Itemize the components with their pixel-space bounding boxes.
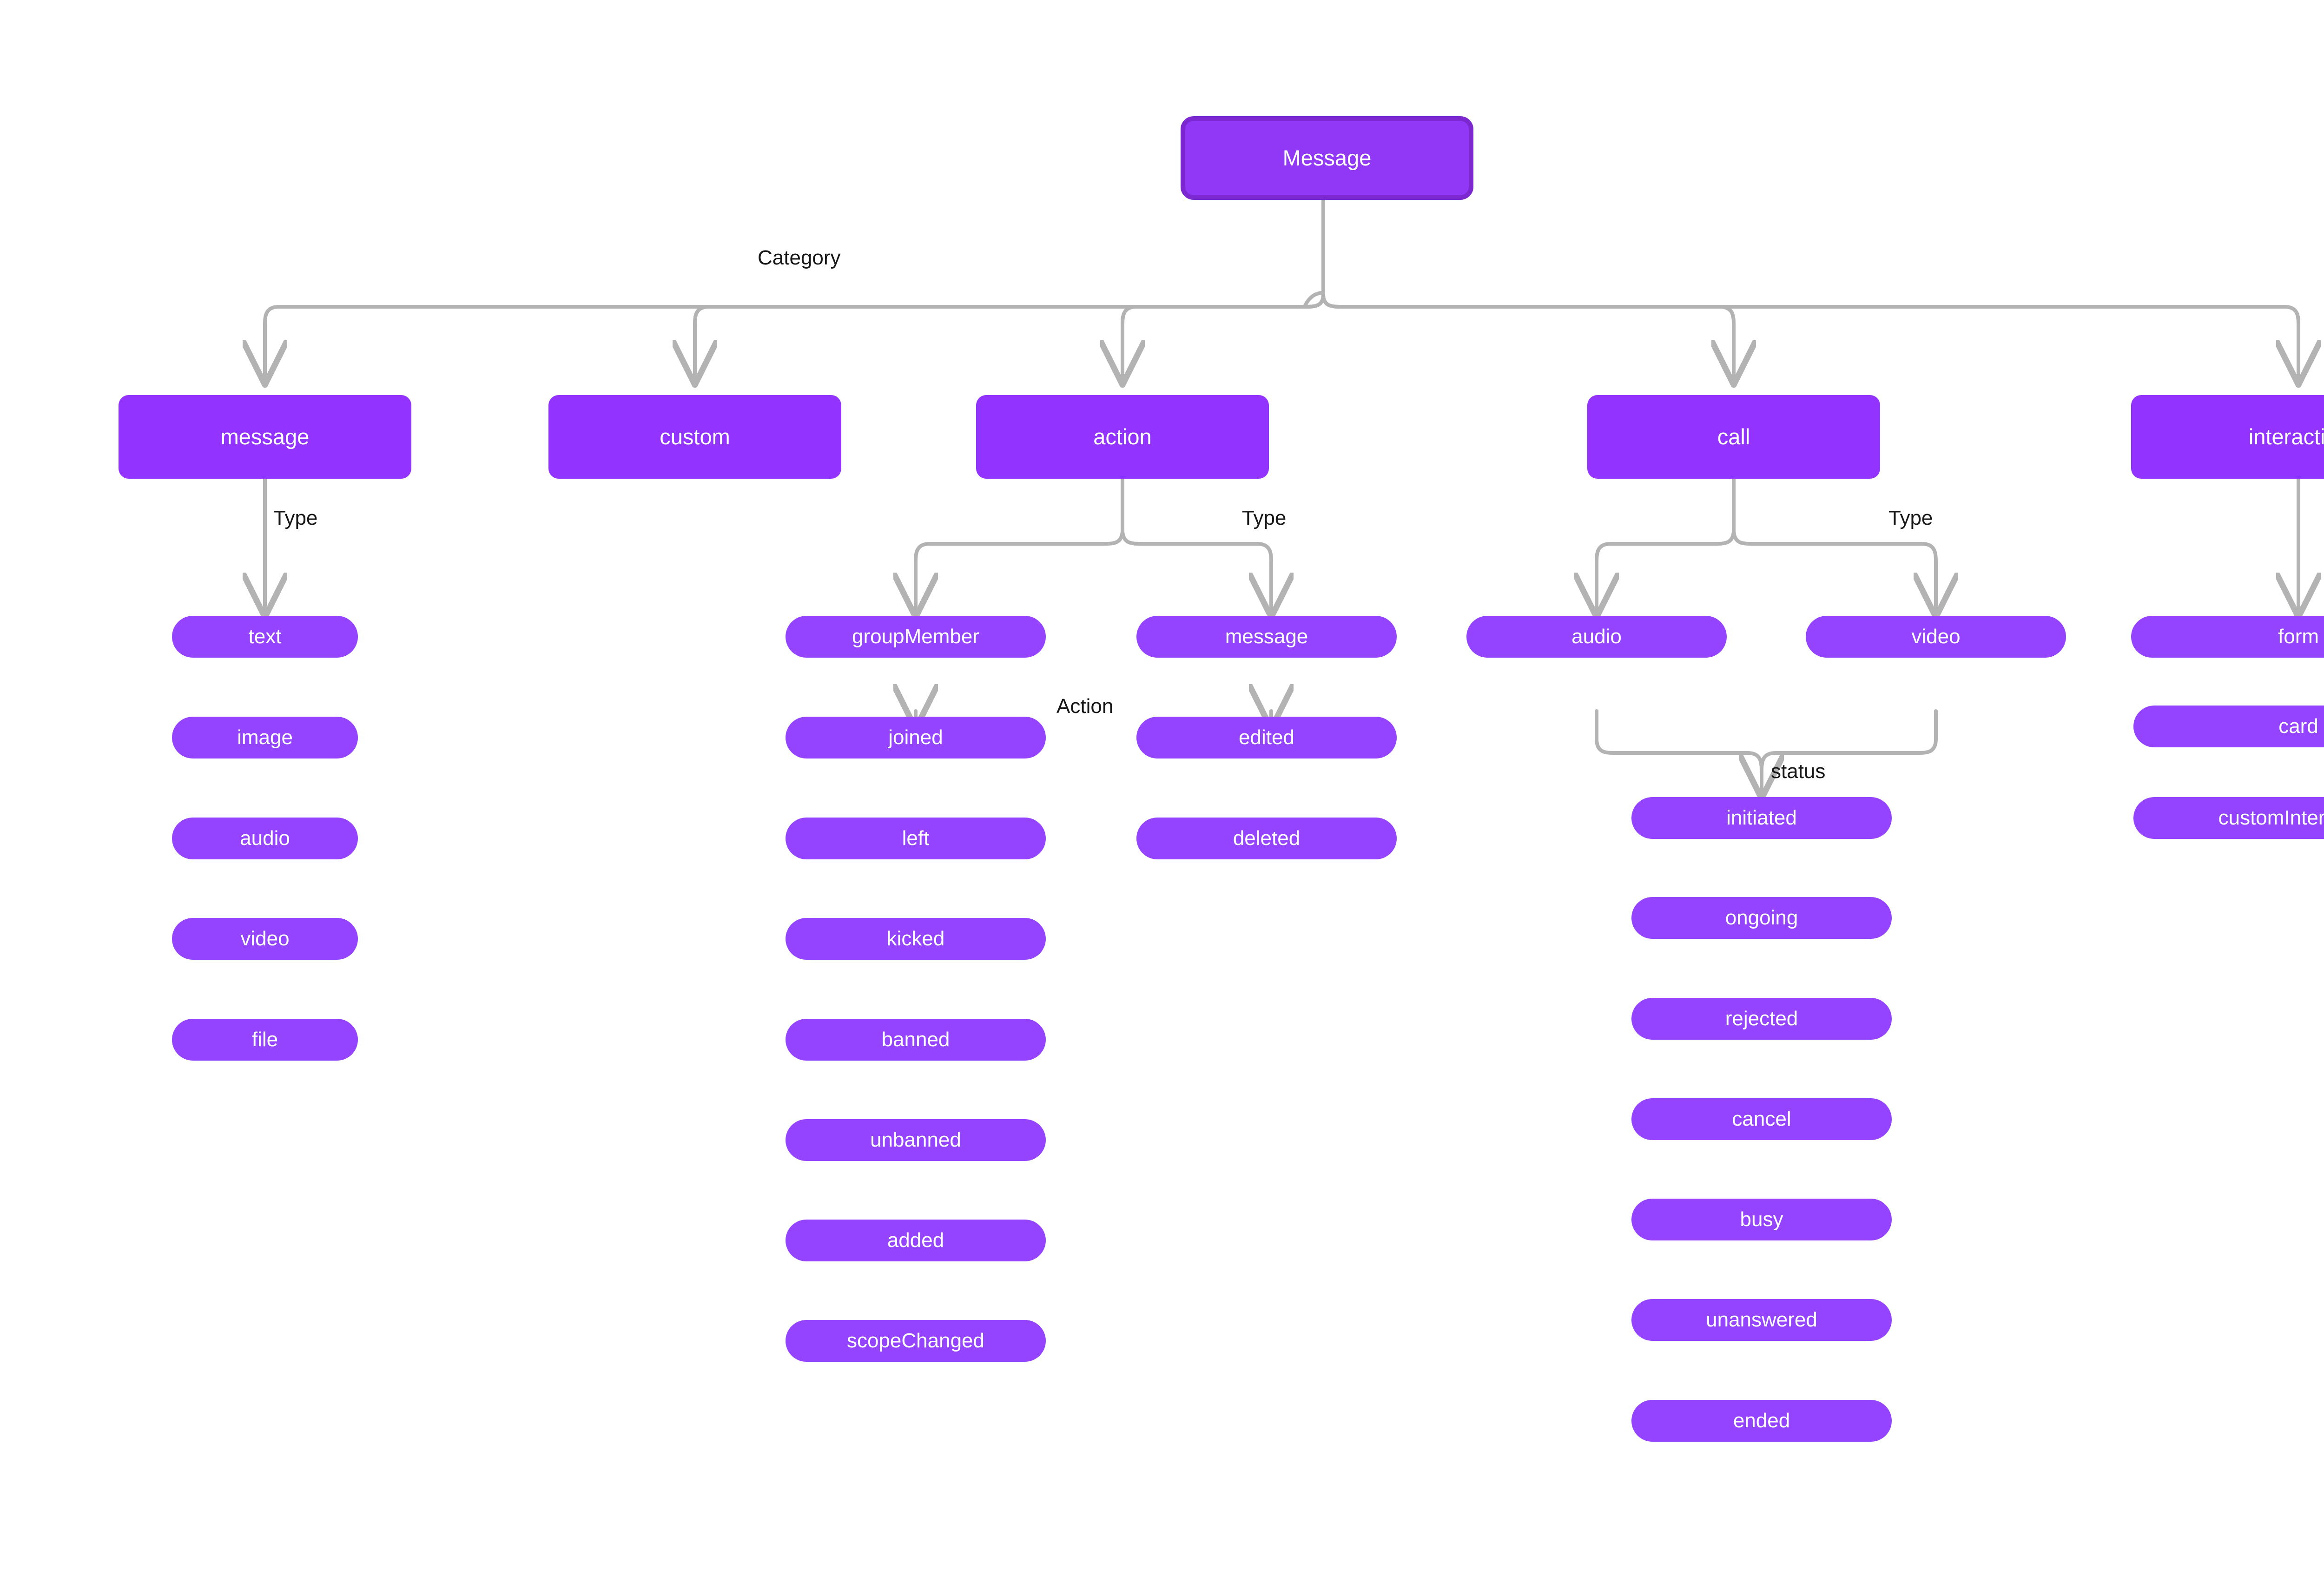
node-call-status-cancel[interactable]: cancel: [1631, 1098, 1892, 1140]
node-message-type-text[interactable]: text: [172, 616, 358, 658]
node-groupmember-action-scopechanged[interactable]: scopeChanged: [786, 1320, 1046, 1362]
node-label: groupMember: [852, 625, 979, 648]
edge-label-type-message: Type: [273, 507, 318, 529]
node-label: call: [1717, 424, 1750, 449]
node-groupmember-action-unbanned[interactable]: unbanned: [786, 1119, 1046, 1161]
node-action-type-groupmember[interactable]: groupMember: [786, 616, 1046, 658]
node-groupmember-action-banned[interactable]: banned: [786, 1019, 1046, 1061]
node-groupmember-action-left[interactable]: left: [786, 818, 1046, 859]
node-category-message[interactable]: message: [119, 395, 411, 479]
node-action-type-message[interactable]: message: [1136, 616, 1397, 658]
node-call-status-ongoing[interactable]: ongoing: [1631, 897, 1892, 939]
node-label: scopeChanged: [846, 1329, 984, 1352]
node-category-action[interactable]: action: [976, 395, 1269, 479]
node-category-interactive[interactable]: interactive: [2131, 395, 2324, 479]
node-label: action: [1093, 424, 1152, 449]
node-interactive-type-custominteractive[interactable]: customInteractive: [2133, 797, 2324, 839]
node-call-status-busy[interactable]: busy: [1631, 1199, 1892, 1240]
edge-label-category: Category: [758, 246, 841, 269]
edge-label-call-status: status: [1771, 760, 1826, 783]
node-label: edited: [1239, 726, 1294, 749]
node-label: deleted: [1233, 826, 1301, 850]
node-label: added: [887, 1228, 944, 1252]
node-category-call[interactable]: call: [1587, 395, 1880, 479]
node-label: audio: [1571, 625, 1622, 648]
node-message-type-audio[interactable]: audio: [172, 818, 358, 859]
node-groupmember-action-joined[interactable]: joined: [786, 717, 1046, 759]
node-interactive-type-form[interactable]: form: [2131, 616, 2324, 658]
node-label: message: [1225, 625, 1308, 648]
edge-label-type-call: Type: [1888, 507, 1933, 529]
node-label: image: [237, 726, 293, 749]
node-call-status-ended[interactable]: ended: [1631, 1400, 1892, 1442]
node-message-type-image[interactable]: image: [172, 717, 358, 759]
node-label: busy: [1740, 1207, 1783, 1231]
edge-label-action: Action: [1056, 695, 1114, 718]
node-label: joined: [888, 726, 943, 749]
node-label: message: [220, 424, 310, 449]
node-message-type-video[interactable]: video: [172, 918, 358, 960]
node-message-action-edited[interactable]: edited: [1136, 717, 1397, 759]
node-label: banned: [881, 1028, 950, 1051]
node-label: kicked: [886, 927, 945, 950]
node-label: unanswered: [1706, 1308, 1817, 1331]
node-label: ongoing: [1725, 906, 1798, 929]
node-label: interactive: [2248, 424, 2324, 449]
node-label: initiated: [1726, 806, 1797, 829]
node-groupmember-action-added[interactable]: added: [786, 1220, 1046, 1261]
node-message-action-deleted[interactable]: deleted: [1136, 818, 1397, 859]
node-label: cancel: [1732, 1107, 1791, 1130]
node-label: form: [2278, 625, 2319, 648]
node-label: rejected: [1725, 1007, 1798, 1030]
node-label: text: [248, 625, 282, 648]
node-category-custom[interactable]: custom: [548, 395, 841, 479]
node-label: file: [251, 1028, 278, 1051]
node-message-root[interactable]: Message: [1181, 116, 1473, 200]
node-label: custom: [660, 424, 730, 449]
node-label: audio: [240, 826, 290, 850]
node-label: video: [240, 927, 290, 950]
node-call-status-rejected[interactable]: rejected: [1631, 998, 1892, 1040]
node-message-type-file[interactable]: file: [172, 1019, 358, 1061]
node-label: video: [1911, 625, 1961, 648]
edge-label-type-action: Type: [1242, 507, 1287, 529]
node-call-type-audio[interactable]: audio: [1466, 616, 1727, 658]
node-label: left: [902, 826, 930, 850]
node-interactive-type-card[interactable]: card: [2133, 706, 2324, 747]
node-call-status-unanswered[interactable]: unanswered: [1631, 1299, 1892, 1341]
node-label: customInteractive: [2218, 806, 2324, 829]
node-label: card: [2278, 714, 2318, 738]
node-label: ended: [1733, 1409, 1790, 1432]
node-label: Message: [1282, 145, 1372, 171]
node-label: unbanned: [870, 1128, 961, 1151]
node-call-type-video[interactable]: video: [1806, 616, 2066, 658]
node-call-status-initiated[interactable]: initiated: [1631, 797, 1892, 839]
node-groupmember-action-kicked[interactable]: kicked: [786, 918, 1046, 960]
